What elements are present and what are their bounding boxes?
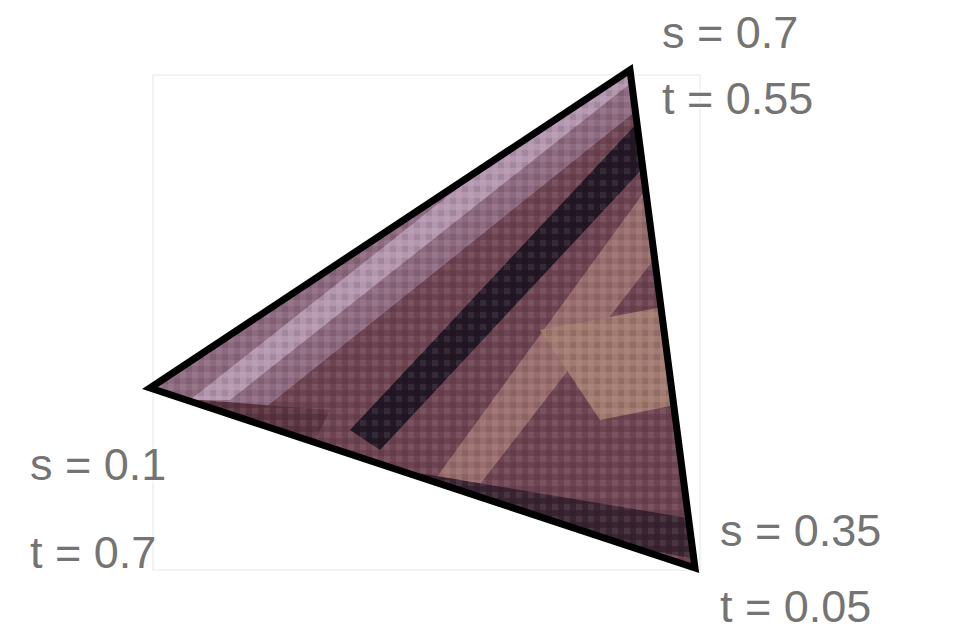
triangle-outline [150,70,695,568]
vertex-coordinate: s = 0.7 [662,10,798,55]
vertex-coordinate: t = 0.05 [720,584,871,629]
vertex-coordinate: t = 0.7 [30,530,156,575]
vertex-coordinate: t = 0.55 [662,76,813,121]
texture-fill [140,60,710,580]
vertex-coordinate: s = 0.35 [720,508,881,553]
vertex-coordinate: s = 0.1 [30,442,166,487]
